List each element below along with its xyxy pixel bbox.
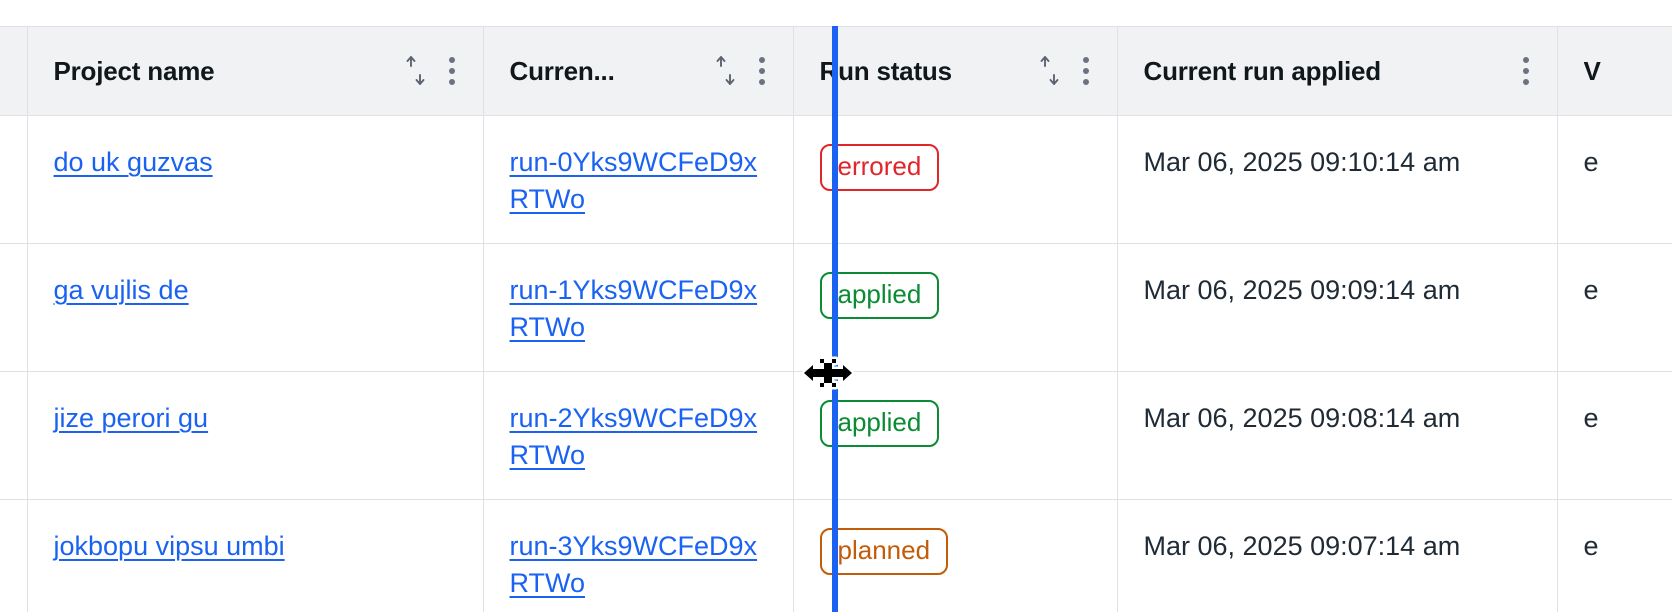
sort-arrows-icon[interactable]	[713, 54, 739, 88]
applied-timestamp: Mar 06, 2025 09:08:14 am	[1143, 403, 1461, 433]
column-header-project[interactable]: Project name	[27, 26, 484, 116]
sort-arrows-icon[interactable]	[713, 54, 739, 88]
column-header-applied[interactable]: Current run applied	[1117, 26, 1558, 116]
clipped-text: e	[1583, 403, 1599, 433]
current-run-link[interactable]: run-1Yks9WCFeD9xRTWo	[509, 275, 758, 343]
project-name-link[interactable]: jokbopu vipsu umbi	[53, 531, 285, 561]
column-header-inner: V	[1558, 27, 1672, 115]
cell-clipped: e	[1557, 115, 1672, 244]
column-header-label: Run status	[819, 55, 952, 86]
row-gutter-cell	[0, 243, 28, 372]
cell-project-name: ga vujlis de	[27, 243, 484, 372]
column-header-label: Curren...	[509, 55, 615, 86]
row-gutter-header	[0, 26, 28, 116]
kebab-dot	[448, 68, 455, 74]
cell-current-run: run-1Yks9WCFeD9xRTWo	[483, 243, 794, 372]
column-header-status[interactable]: Run status	[793, 26, 1118, 116]
kebab-dot	[1082, 79, 1089, 85]
status-badge: applied	[819, 272, 940, 319]
applied-timestamp: Mar 06, 2025 09:10:14 am	[1143, 147, 1461, 177]
applied-timestamp: Mar 06, 2025 09:09:14 am	[1143, 275, 1461, 305]
cell-current-run-applied: Mar 06, 2025 09:09:14 am	[1117, 243, 1558, 372]
column-header-label: V	[1583, 55, 1601, 86]
sort-arrows-icon[interactable]	[403, 54, 429, 88]
column-header-cut[interactable]: V	[1557, 26, 1672, 116]
cell-clipped: e	[1557, 243, 1672, 372]
cell-run-status: applied	[793, 243, 1118, 372]
clipped-text: e	[1583, 275, 1599, 305]
status-badge: planned	[819, 528, 949, 575]
sort-arrows-icon[interactable]	[403, 54, 429, 88]
cell-project-name: jokbopu vipsu umbi	[27, 499, 484, 612]
column-header-inner: Current run applied	[1118, 27, 1557, 115]
column-header-run[interactable]: Curren...	[483, 26, 794, 116]
column-header-label: Current run applied	[1143, 55, 1381, 86]
kebab-dot	[1522, 57, 1529, 63]
cell-run-status: errored	[793, 115, 1118, 244]
kebab-dot	[1522, 68, 1529, 74]
applied-timestamp: Mar 06, 2025 09:07:14 am	[1143, 531, 1461, 561]
current-run-link[interactable]: run-2Yks9WCFeD9xRTWo	[509, 403, 758, 471]
kebab-dot	[1082, 68, 1089, 74]
column-header-inner: Project name	[28, 27, 483, 115]
cell-project-name: do uk guzvas	[27, 115, 484, 244]
cell-current-run: run-3Yks9WCFeD9xRTWo	[483, 499, 794, 612]
project-name-link[interactable]: jize perori gu	[53, 403, 209, 433]
row-gutter-cell	[0, 115, 28, 244]
cell-current-run-applied: Mar 06, 2025 09:07:14 am	[1117, 499, 1558, 612]
cell-project-name: jize perori gu	[27, 371, 484, 500]
table-row[interactable]: do uk guzvas run-0Yks9WCFeD9xRTWo errored M…	[0, 115, 1672, 244]
kebab-menu-icon[interactable]	[1513, 54, 1539, 88]
column-header-label: Project name	[53, 55, 215, 86]
cell-current-run: run-2Yks9WCFeD9xRTWo	[483, 371, 794, 500]
kebab-menu-icon[interactable]	[1073, 54, 1099, 88]
project-name-link[interactable]: do uk guzvas	[53, 147, 213, 177]
kebab-dot	[448, 79, 455, 85]
table-row[interactable]: ga vujlis de run-1Yks9WCFeD9xRTWo applied M…	[0, 243, 1672, 372]
current-run-link[interactable]: run-3Yks9WCFeD9xRTWo	[509, 531, 758, 599]
kebab-menu-icon[interactable]	[439, 54, 465, 88]
table-header-row: Project name Curren... Run status Current r…	[0, 26, 1672, 116]
column-header-inner: Run status	[794, 27, 1117, 115]
cell-run-status: applied	[793, 371, 1118, 500]
kebab-dot	[448, 57, 455, 63]
projects-table: Project name Curren... Run status Current r…	[0, 26, 1672, 612]
project-name-link[interactable]: ga vujlis de	[53, 275, 189, 305]
sort-arrows-icon[interactable]	[1037, 54, 1063, 88]
current-run-link[interactable]: run-0Yks9WCFeD9xRTWo	[509, 147, 758, 215]
cell-current-run-applied: Mar 06, 2025 09:10:14 am	[1117, 115, 1558, 244]
status-badge: errored	[819, 144, 940, 191]
status-badge: applied	[819, 400, 940, 447]
cell-run-status: planned	[793, 499, 1118, 612]
table-header: Project name Curren... Run status Current r…	[0, 26, 1672, 116]
table-row[interactable]: jize perori gu run-2Yks9WCFeD9xRTWo applie…	[0, 371, 1672, 500]
kebab-menu-icon[interactable]	[749, 54, 775, 88]
column-header-inner: Curren...	[484, 27, 793, 115]
clipped-text: e	[1583, 531, 1599, 561]
kebab-dot	[758, 79, 765, 85]
row-gutter-cell	[0, 499, 28, 612]
kebab-dot	[1522, 79, 1529, 85]
kebab-dot	[758, 57, 765, 63]
cell-clipped: e	[1557, 371, 1672, 500]
cell-current-run: run-0Yks9WCFeD9xRTWo	[483, 115, 794, 244]
cell-clipped: e	[1557, 499, 1672, 612]
row-gutter-cell	[0, 371, 28, 500]
cell-current-run-applied: Mar 06, 2025 09:08:14 am	[1117, 371, 1558, 500]
kebab-dot	[1082, 57, 1089, 63]
table-row[interactable]: jokbopu vipsu umbi run-3Yks9WCFeD9xRTWo pl…	[0, 499, 1672, 612]
sort-arrows-icon[interactable]	[1037, 54, 1063, 88]
clipped-text: e	[1583, 147, 1599, 177]
kebab-dot	[758, 68, 765, 74]
